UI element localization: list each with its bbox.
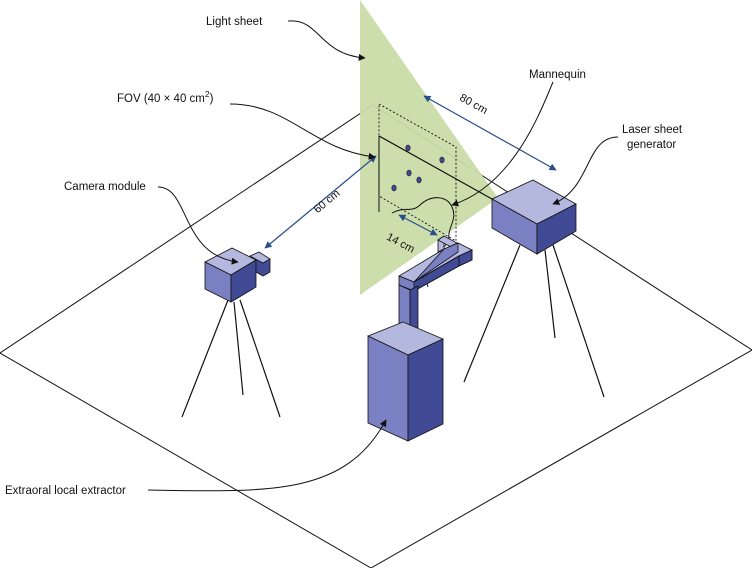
leader-camera <box>157 186 239 265</box>
extractor-base-front <box>367 335 409 442</box>
laser-sheet-label-line2: generator <box>627 139 676 151</box>
mannequin-label: Mannequin <box>529 69 586 81</box>
fov-label: FOV (40 × 40 cm2) <box>117 89 214 105</box>
extractor-base-side <box>407 338 444 442</box>
leader-laser <box>552 136 619 205</box>
dimension-arrow-14cm <box>398 214 438 236</box>
dimension-arrow-60cm <box>264 155 377 249</box>
laser-sheet-generator <box>491 179 577 255</box>
leader-light-sheet <box>287 20 366 61</box>
laser-tripod <box>463 244 605 398</box>
camera-module <box>204 247 271 303</box>
leader-fov <box>229 103 376 160</box>
light-sheet-label: Light sheet <box>206 16 263 28</box>
laser-sheet-label-line1: Laser sheet <box>622 124 683 136</box>
leader-mannequin <box>451 81 554 207</box>
extractor-label: Extraoral local extractor <box>5 485 126 497</box>
camera-module-label: Camera module <box>64 181 146 193</box>
camera-tripod <box>181 299 281 418</box>
dimension-arrow-80cm <box>423 95 557 171</box>
leader-extractor <box>147 419 387 492</box>
dimension-label-80cm: 80 cm <box>457 92 489 117</box>
